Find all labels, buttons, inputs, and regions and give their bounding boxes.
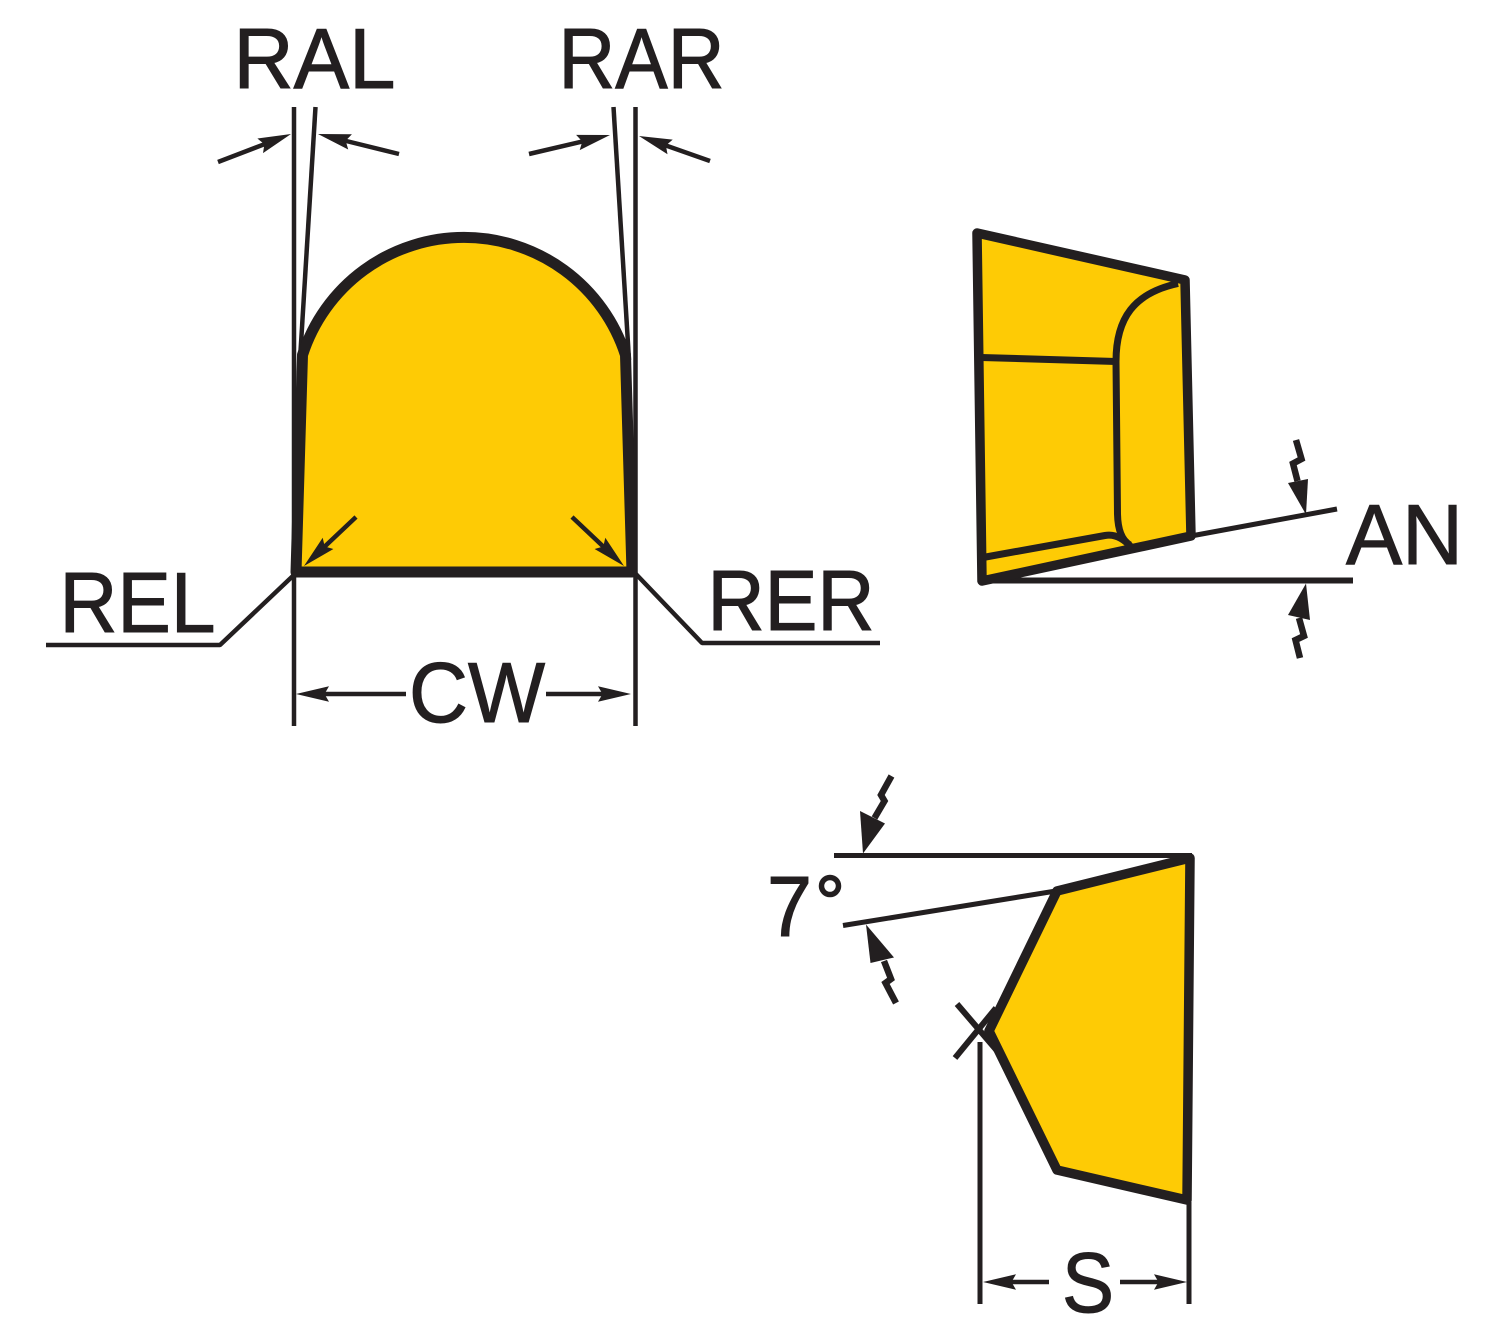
svg-text:AN: AN [1346,488,1463,583]
svg-text:CW: CW [409,646,545,741]
svg-text:REL: REL [60,556,216,651]
svg-text:RAL: RAL [234,12,396,107]
svg-text:RER: RER [708,554,875,649]
svg-text:RAR: RAR [559,12,725,107]
svg-text:7: 7 [767,860,812,955]
svg-text:S: S [1062,1236,1114,1331]
